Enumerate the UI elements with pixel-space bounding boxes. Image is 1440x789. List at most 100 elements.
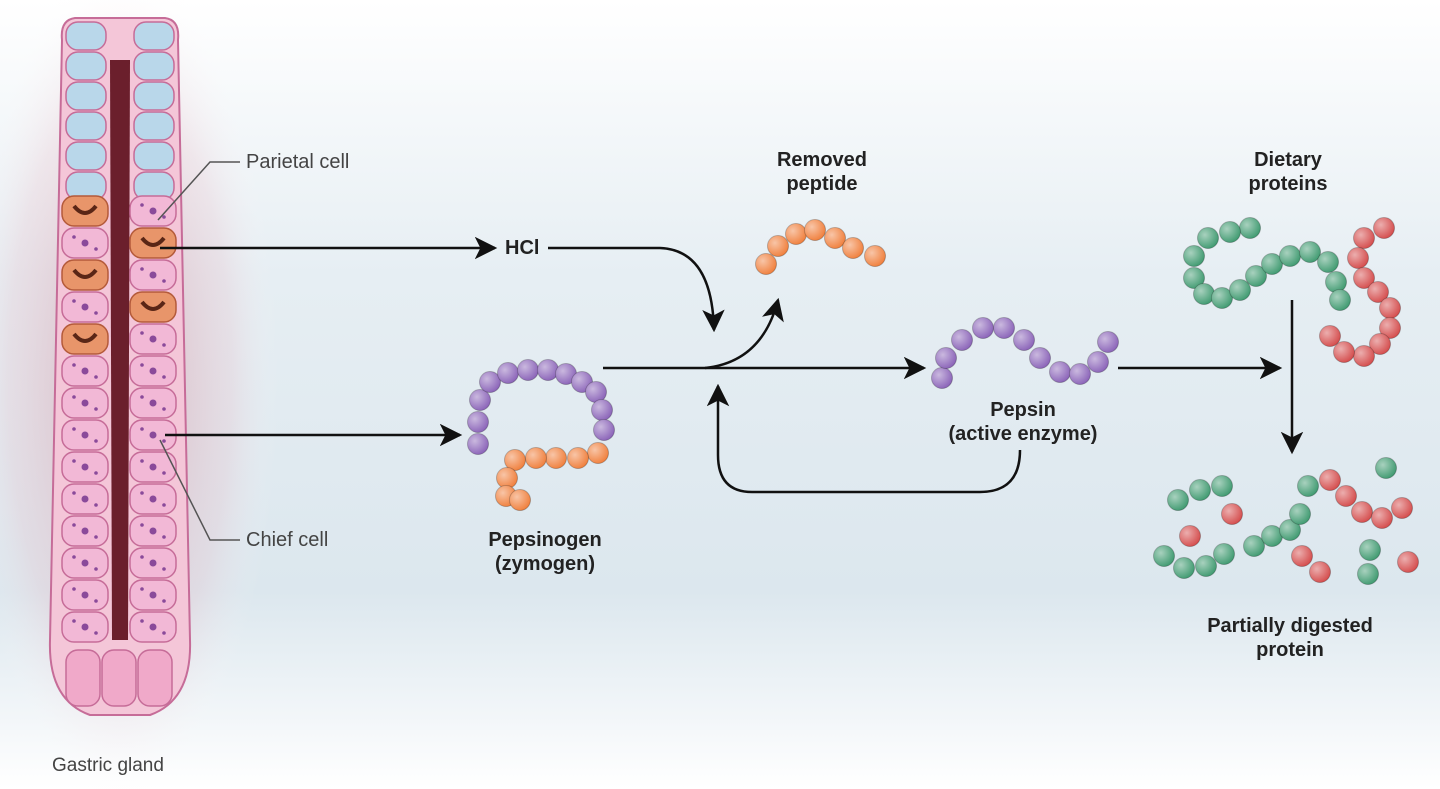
chief-cell-shape (129, 419, 177, 451)
digested-red-2 (1179, 525, 1201, 547)
base-cell (65, 649, 101, 707)
label-hcl: HCl (505, 237, 540, 259)
bead (537, 359, 559, 381)
bead (1229, 279, 1251, 301)
bead (931, 367, 953, 389)
chief-cell-shape (61, 579, 109, 611)
pepsin-chain (931, 317, 1119, 389)
bead (545, 447, 567, 469)
pathway-arrows (160, 236, 1304, 494)
chief-cell-shape (129, 259, 177, 291)
bead (1347, 247, 1369, 269)
chief-cell-shape (61, 355, 109, 387)
chief-cell-shape (61, 387, 109, 419)
chief-cell-shape (129, 579, 177, 611)
label-pepsinogen-line1: Pepsinogen (488, 529, 602, 551)
bead (1353, 345, 1375, 367)
bead (1173, 557, 1195, 579)
surface-cell (133, 81, 175, 111)
parietal-cell-shape (61, 195, 109, 227)
label-dietary-proteins-line2: proteins (1248, 173, 1328, 196)
bead (1049, 361, 1071, 383)
bead (1329, 289, 1351, 311)
surface-cell (65, 21, 107, 51)
bead (593, 419, 615, 441)
leader-lines (157, 161, 240, 541)
surface-cell (133, 111, 175, 141)
bead (1369, 333, 1391, 355)
surface-cell (65, 51, 107, 81)
bead (1183, 267, 1205, 289)
digested-green-2 (1153, 543, 1235, 579)
chief-cell-shape (129, 611, 177, 643)
bead (1391, 497, 1413, 519)
bead (1357, 563, 1379, 585)
pepsinogen-purple-chain (467, 359, 615, 455)
digested-red-1 (1319, 469, 1413, 529)
digested-green-3 (1243, 475, 1319, 557)
bead (1351, 501, 1373, 523)
label-parietal-cell: Parietal cell (246, 151, 350, 173)
bead (1069, 363, 1091, 385)
removed-peptide-chain (755, 219, 886, 275)
bead (497, 362, 519, 384)
base-cell (137, 649, 173, 707)
gastric-gland (48, 17, 192, 716)
label-dietary-proteins-line1: Dietary (1254, 149, 1322, 171)
label-pepsinogen: Pepsinogen (zymogen) (460, 528, 630, 577)
bead (842, 237, 864, 259)
bead (1029, 347, 1051, 369)
chief-cell-shape (129, 547, 177, 579)
bead (467, 411, 489, 433)
bead (1353, 227, 1375, 249)
parietal-cell-shape (61, 259, 109, 291)
bead (1319, 325, 1341, 347)
digested-red-3 (1221, 503, 1243, 525)
bead (1299, 241, 1321, 263)
bead (1189, 479, 1211, 501)
pepsinogen-orange-chain (495, 442, 609, 511)
chief-cell-shape (129, 323, 177, 355)
chief-cell-shape (61, 483, 109, 515)
surface-cell (133, 51, 175, 81)
bead (1335, 485, 1357, 507)
dietary-red-chain (1319, 217, 1401, 367)
dietary-green-chain (1183, 217, 1351, 311)
label-pepsin-line1: Pepsin (990, 399, 1056, 421)
chief-cell-shape (61, 291, 109, 323)
label-gastric-gland: Gastric gland (52, 755, 164, 776)
bead (1371, 507, 1393, 529)
bead (1379, 297, 1401, 319)
bead (567, 447, 589, 469)
bead (1279, 519, 1301, 541)
chief-cell-shape (61, 611, 109, 643)
label-removed-peptide: Removed peptide (752, 148, 892, 197)
bead (1243, 535, 1265, 557)
arrow-hcl-to-junction (548, 246, 725, 333)
chief-cell-shape (129, 515, 177, 547)
bead (1289, 503, 1311, 525)
bead (555, 363, 577, 385)
bead (1153, 545, 1175, 567)
bead (993, 317, 1015, 339)
surface-cell (133, 21, 175, 51)
label-removed-peptide-line2: peptide (786, 173, 858, 196)
digested-red-4 (1291, 545, 1331, 583)
bead (1261, 253, 1283, 275)
bead (1373, 217, 1395, 239)
label-removed-peptide-line1: Removed (776, 149, 868, 171)
arrow-pepsin-feedback (706, 383, 1022, 494)
bead (1013, 329, 1035, 351)
label-partially-digested-line2: protein (1256, 639, 1324, 662)
bead (525, 447, 547, 469)
bead (1309, 561, 1331, 583)
label-dietary-proteins: Dietary proteins (1218, 148, 1358, 197)
bead (1195, 555, 1217, 577)
bead (1291, 545, 1313, 567)
chief-cell-shape (61, 451, 109, 483)
bead (755, 253, 777, 275)
bead (1179, 525, 1201, 547)
bead (1213, 543, 1235, 565)
